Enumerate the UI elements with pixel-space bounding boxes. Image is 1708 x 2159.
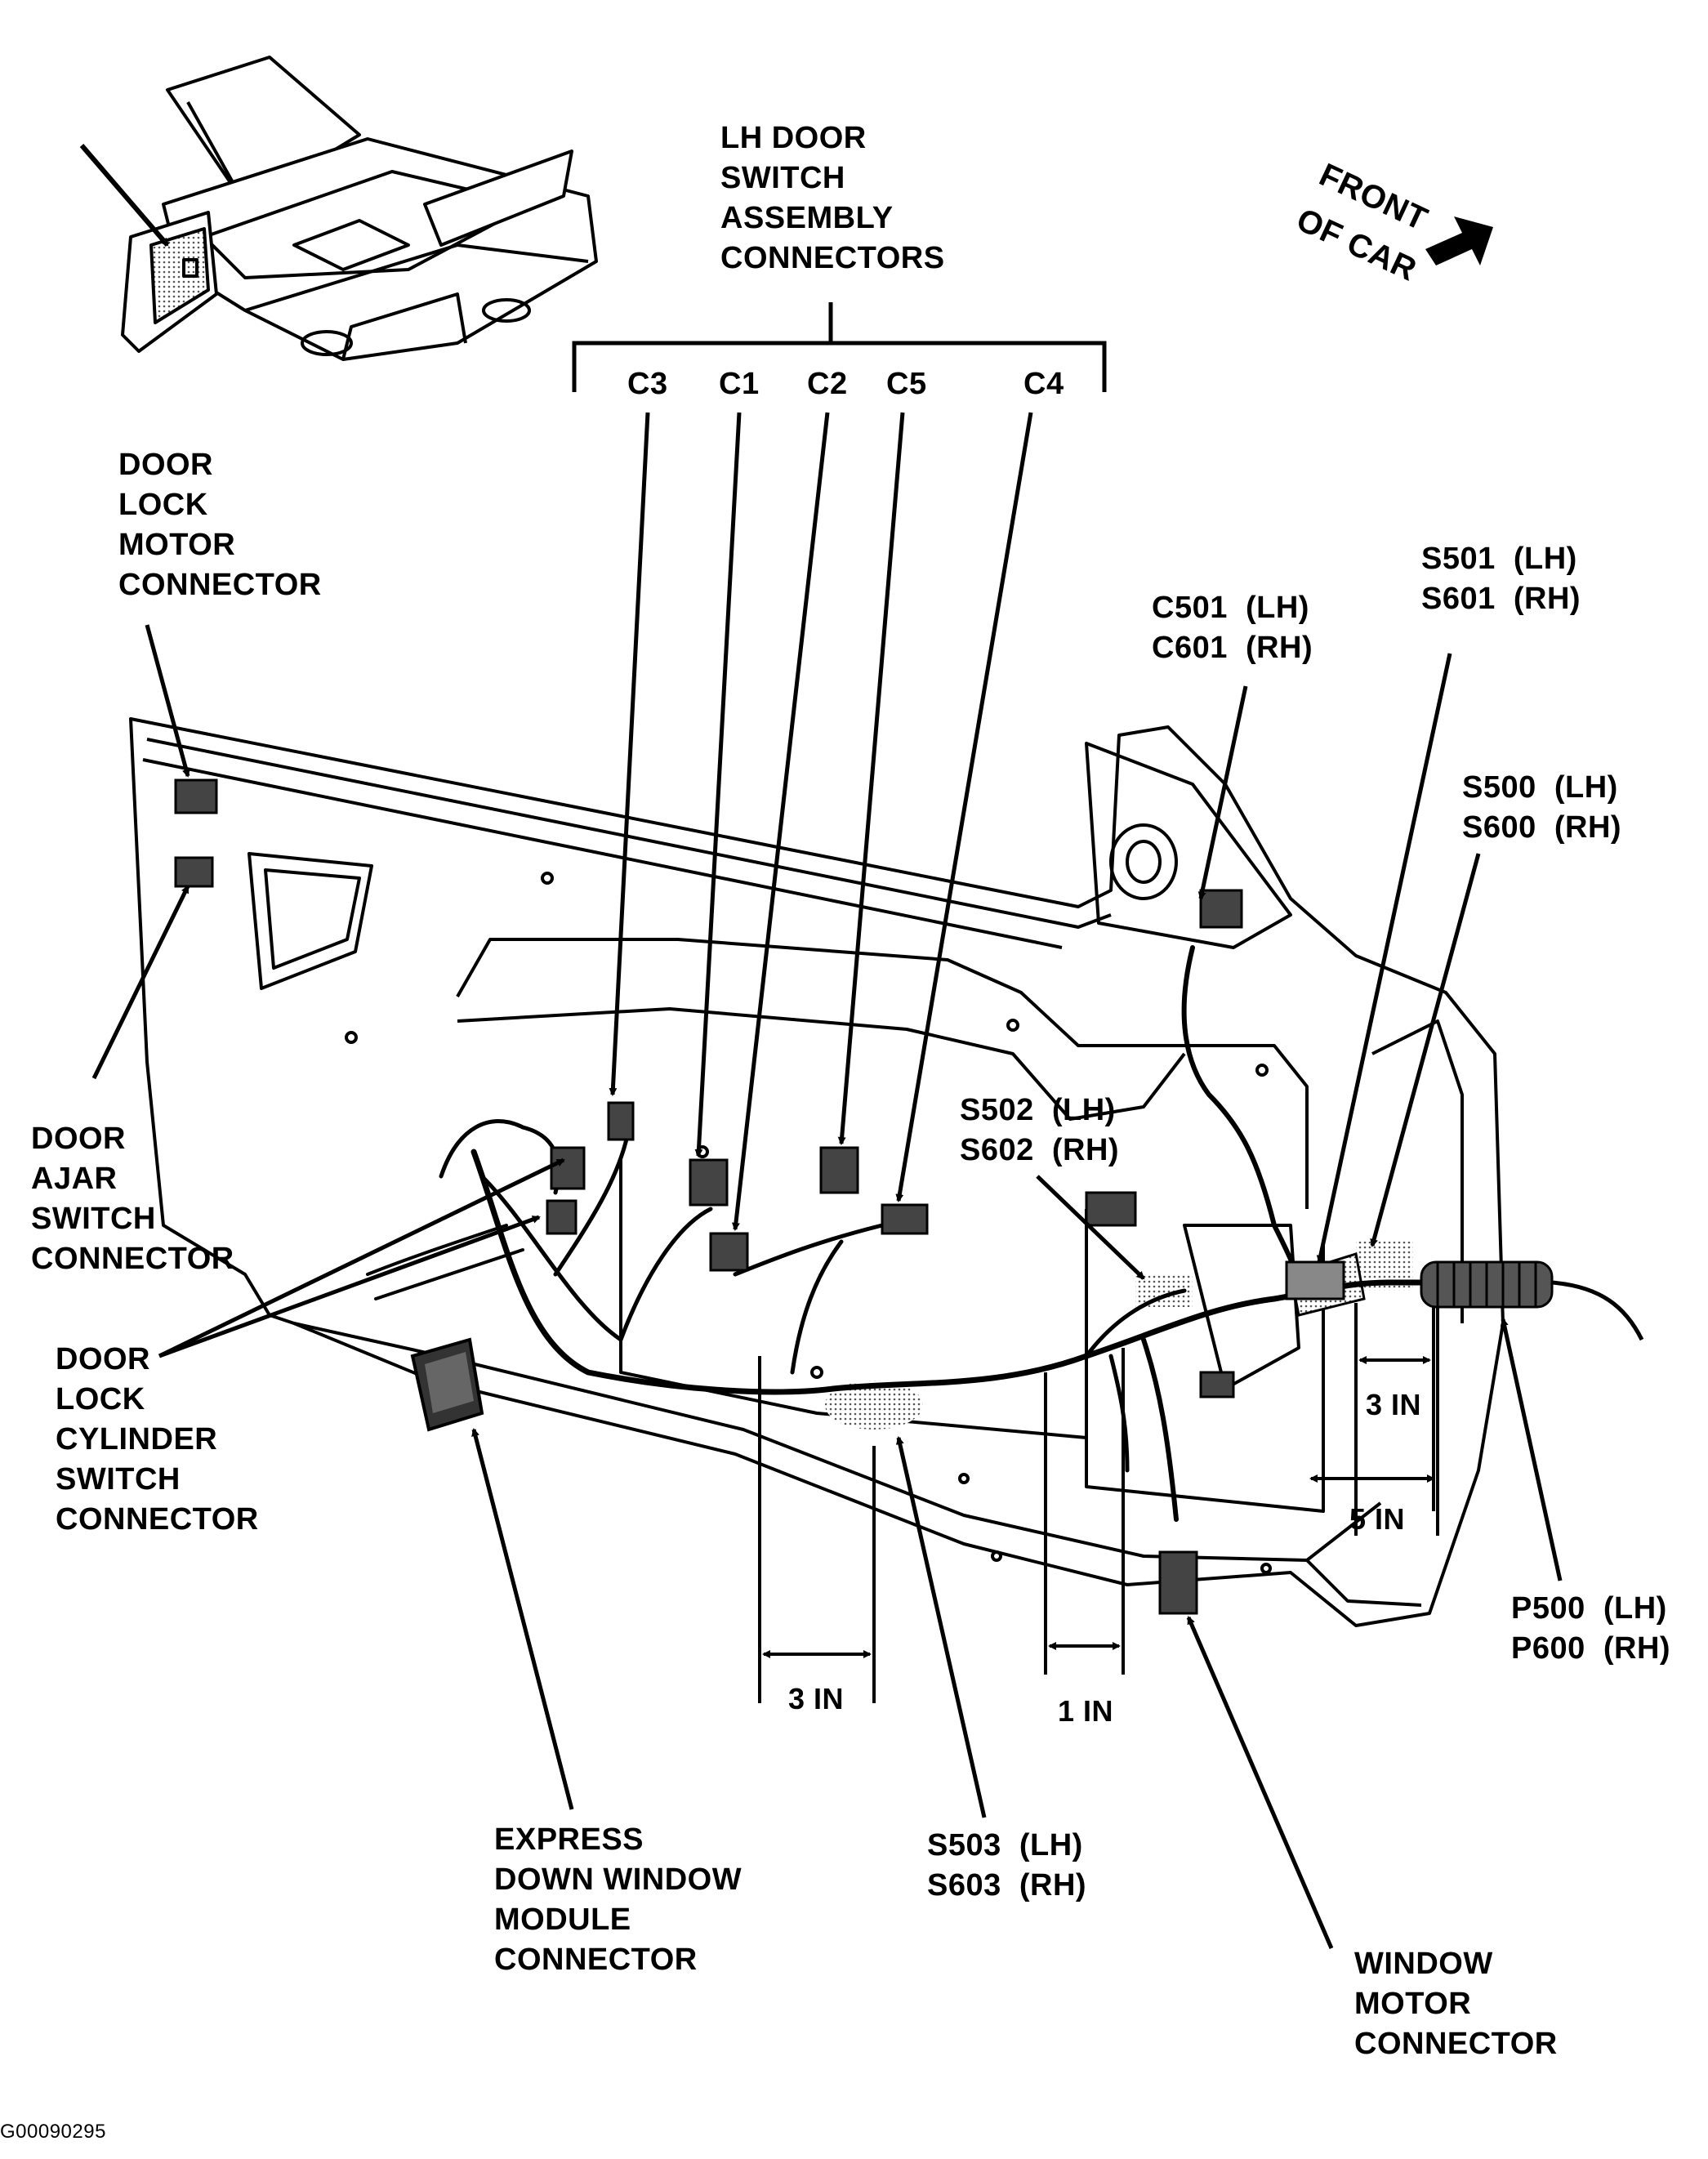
s502-s602-label: S502 (LH) S602 (RH) (960, 1093, 1120, 1167)
p500-p600-label: P500 (LH) P600 (RH) (1511, 1591, 1671, 1666)
figure-id: G00090295 (0, 2121, 106, 2143)
door-lock-cylinder-switch-connector-label: DOOR LOCK CYLINDER SWITCH CONNECTOR (56, 1342, 259, 1537)
s501-s601-label: S501 (LH) S601 (RH) (1421, 542, 1581, 616)
door-panel-illustration (129, 717, 1505, 1627)
express-down-connector-block (410, 1337, 484, 1432)
dimension-lines (758, 1303, 1439, 1703)
door-ajar-switch-connector-label: DOOR AJAR SWITCH CONNECTOR (31, 1122, 234, 1276)
outgoing-harness (1551, 1280, 1644, 1341)
car-inset-illustration (121, 56, 598, 361)
callout-lines (91, 412, 1563, 1949)
harness-grommet (1420, 1260, 1554, 1309)
express-down-window-module-connector-label: EXPRESS DOWN WINDOW MODULE CONNECTOR (494, 1822, 743, 1977)
wiring-harness (366, 945, 1523, 1522)
lh-door-switch-assembly-connectors-label: LH DOOR SWITCH ASSEMBLY CONNECTORS (720, 121, 945, 275)
connector-bracket (572, 302, 1107, 392)
inset-pointer-arrow (79, 144, 170, 247)
c3-label: C3 (627, 367, 668, 401)
dim-3in-right-label: 3 IN (1366, 1388, 1422, 1421)
s500-s600-label: S500 (LH) S600 (RH) (1462, 770, 1622, 845)
door-lock-motor-connector-label: DOOR LOCK MOTOR CONNECTOR (118, 448, 322, 602)
window-motor-connector-label: WINDOW MOTOR CONNECTOR (1354, 1947, 1558, 2061)
dim-3in-bottom-label: 3 IN (788, 1682, 845, 1715)
dim-5in-label: 5 IN (1349, 1502, 1406, 1536)
c4-label: C4 (1023, 367, 1064, 401)
c2-label: C2 (807, 367, 848, 401)
c501-c601-label: C501 (LH) C601 (RH) (1152, 591, 1313, 665)
front-arrow-icon (1425, 216, 1493, 265)
c1-label: C1 (719, 367, 760, 401)
c5-label: C5 (886, 367, 927, 401)
dim-1in-label: 1 IN (1058, 1694, 1114, 1728)
connector-blocks (174, 778, 1345, 1615)
s503-s603-label: S503 (LH) S603 (RH) (927, 1828, 1087, 1903)
